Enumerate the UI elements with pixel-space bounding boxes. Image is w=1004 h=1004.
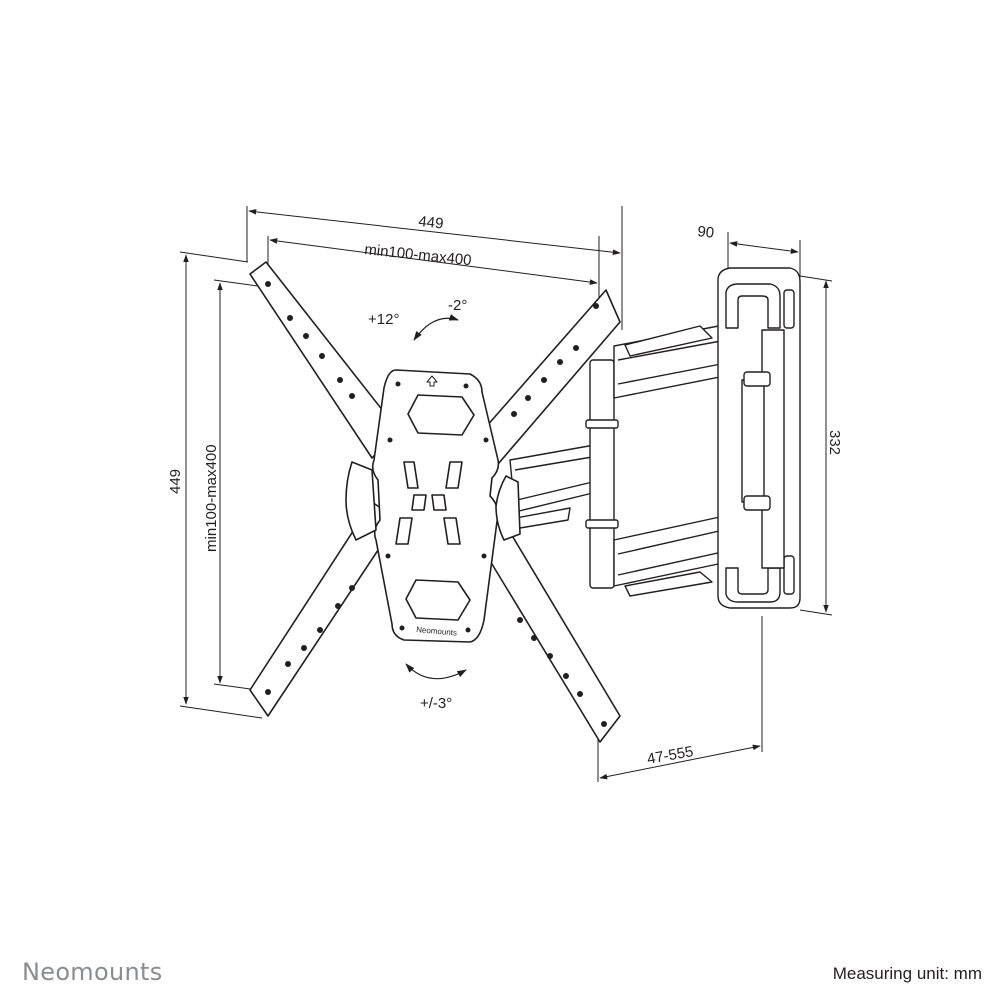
measuring-unit-note: Measuring unit: mm (832, 964, 982, 983)
wall-arm (504, 267, 801, 609)
level-arrow (405, 663, 467, 680)
bracket-depth-label: 90 (697, 223, 715, 242)
overall-height-label: 449 (167, 469, 184, 494)
overall-width-label: 449 (418, 213, 445, 233)
vesa-width-label: min100-max400 (364, 241, 473, 269)
brand-logo: Neomounts (22, 958, 163, 986)
tilt-down-label: -2° (448, 297, 467, 314)
tv-plate (249, 261, 621, 743)
vesa-height-label: min100-max400 (203, 444, 220, 552)
tilt-arrow (413, 314, 459, 341)
tilt-up-label: +12° (368, 311, 399, 328)
mounting-holes (265, 281, 607, 727)
plate-brand-label: Neomounts (416, 625, 458, 638)
wallplate-height-label: 332 (826, 430, 843, 455)
level-label: +/-3° (420, 695, 452, 712)
